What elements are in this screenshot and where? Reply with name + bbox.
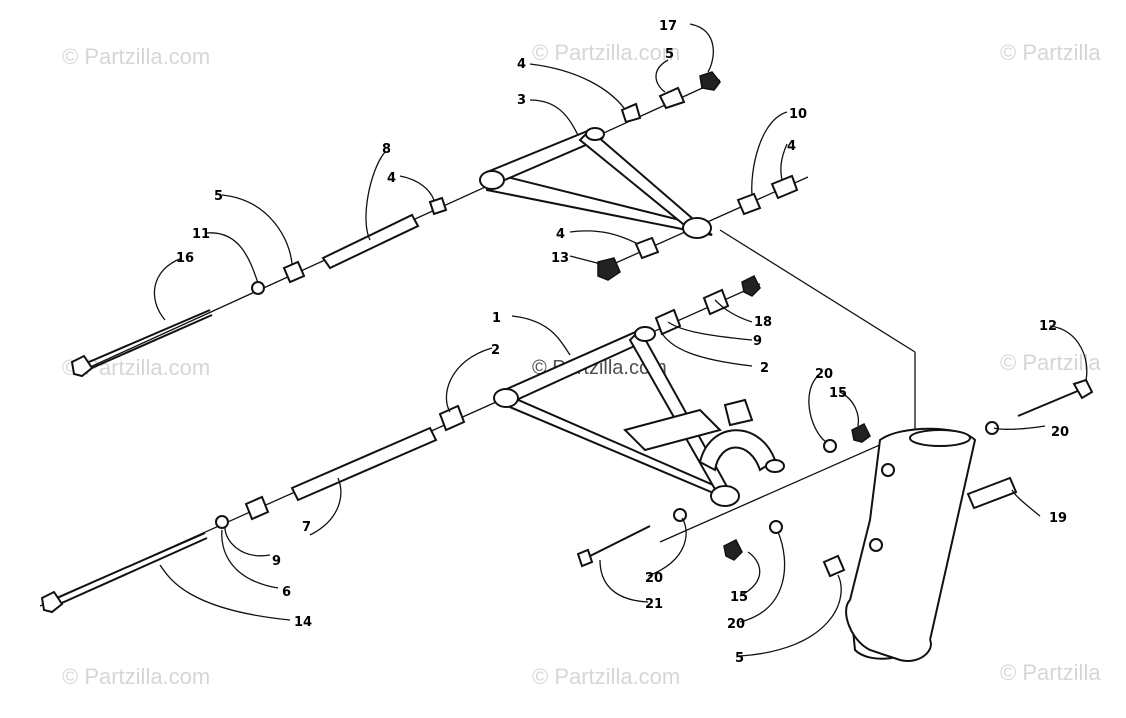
callout-16: 16 bbox=[176, 251, 194, 266]
upper-a-arm bbox=[87, 79, 809, 369]
watermark-top-left: © Partzilla.com bbox=[62, 44, 211, 69]
callout-4-lower: 4 bbox=[556, 227, 565, 242]
callout-12: 12 bbox=[1039, 319, 1057, 334]
watermark-bottom-left: © Partzilla.com bbox=[62, 664, 211, 689]
callout-15-top: 15 bbox=[829, 386, 847, 401]
callout-leaders bbox=[153, 23, 1088, 657]
callout-9-right: 9 bbox=[753, 334, 762, 349]
callout-5-top: 5 bbox=[665, 47, 674, 62]
callout-10: 10 bbox=[789, 107, 807, 122]
lower-bolt bbox=[40, 532, 208, 614]
callout-3: 3 bbox=[517, 93, 526, 108]
callout-14: 14 bbox=[294, 615, 312, 630]
callout-2-right: 2 bbox=[760, 361, 769, 376]
callout-13: 13 bbox=[551, 251, 569, 266]
watermark-bottom-center: © Partzilla.com bbox=[532, 664, 681, 689]
lower-hardware bbox=[215, 274, 871, 578]
callout-4-mid: 4 bbox=[387, 171, 396, 186]
watermark-top-right: © Partzilla bbox=[1000, 40, 1101, 65]
callout-20-top: 20 bbox=[815, 367, 833, 382]
callout-11: 11 bbox=[192, 227, 210, 242]
callout-7: 7 bbox=[302, 520, 311, 535]
callout-9-left: 9 bbox=[272, 554, 281, 569]
callout-5-left: 5 bbox=[214, 189, 223, 204]
callout-4-top: 4 bbox=[517, 57, 526, 72]
callout-4-right: 4 bbox=[787, 139, 796, 154]
callout-1: 1 bbox=[492, 311, 501, 326]
callout-20-bottom: 20 bbox=[645, 571, 663, 586]
upper-bolt bbox=[70, 309, 213, 378]
callout-15-bottom: 15 bbox=[730, 590, 748, 605]
callout-18: 18 bbox=[754, 315, 772, 330]
upper-hardware bbox=[251, 71, 799, 295]
callout-20-right: 20 bbox=[1051, 425, 1069, 440]
callout-5-bottom: 5 bbox=[735, 651, 744, 666]
watermark-top-center: © Partzilla.com bbox=[532, 40, 681, 65]
lower-a-arm bbox=[39, 283, 901, 607]
callout-6: 6 bbox=[282, 585, 291, 600]
callout-21: 21 bbox=[645, 597, 663, 612]
watermark-bottom-right: © Partzilla bbox=[1000, 660, 1101, 685]
callout-19: 19 bbox=[1049, 511, 1067, 526]
callout-8: 8 bbox=[382, 142, 391, 157]
spindle bbox=[719, 229, 1094, 662]
callout-20-bottom-right: 20 bbox=[727, 617, 745, 632]
callout-2-left: 2 bbox=[491, 343, 500, 358]
callout-17: 17 bbox=[659, 19, 677, 34]
